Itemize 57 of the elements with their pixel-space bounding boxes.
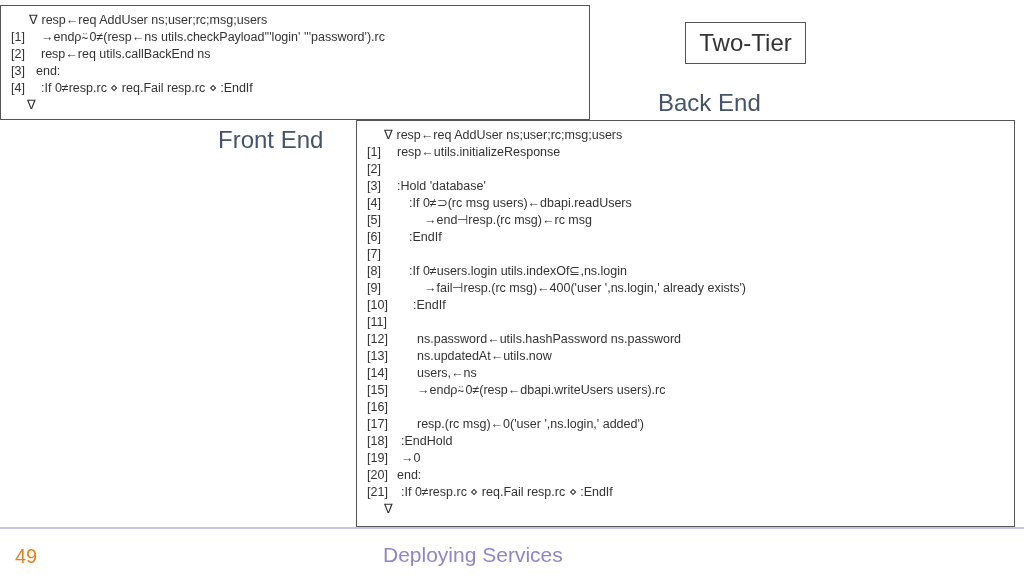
line-number: [15] xyxy=(367,382,388,399)
code-line: :If 0≠users.login utils.indexOf⊆,ns.login xyxy=(409,263,627,280)
section-heading: Front End xyxy=(218,125,324,155)
line-number: [16] xyxy=(367,399,388,416)
code-line: ∇ xyxy=(27,97,36,114)
line-number: [18] xyxy=(367,433,388,450)
line-number: [4] xyxy=(367,195,381,212)
code-line: ∇ resp←req AddUser ns;user;rc;msg;users xyxy=(29,12,268,29)
line-number: [13] xyxy=(367,348,388,365)
line-number: [20] xyxy=(367,467,388,484)
code-line: resp←utils.initializeResponse xyxy=(397,144,561,161)
code-line: →endρ⍨0≠(resp←ns utils.checkPayload'''login' '''password').rc xyxy=(41,29,385,46)
code-line: end: xyxy=(397,467,422,484)
code-line: ns.updatedAt←utils.now xyxy=(417,348,552,365)
line-number: [3] xyxy=(11,63,25,80)
code-line: →endρ⍨0≠(resp←dbapi.writeUsers users).rc xyxy=(417,382,666,399)
line-number: [10] xyxy=(367,297,388,314)
code-line: resp←req utils.callBackEnd ns xyxy=(41,46,211,63)
code-line: ns.password←utils.hashPassword ns.password xyxy=(417,331,681,348)
line-number: [12] xyxy=(367,331,388,348)
code-line: :Hold 'database' xyxy=(397,178,486,195)
line-number: [1] xyxy=(11,29,25,46)
code-line: users,←ns xyxy=(417,365,477,382)
line-number: [19] xyxy=(367,450,388,467)
section-heading: Back End xyxy=(658,88,761,118)
code-line: ∇ xyxy=(384,501,393,518)
line-number: [5] xyxy=(367,212,381,229)
line-number: [2] xyxy=(367,161,381,178)
code-line: :EndHold xyxy=(401,433,453,450)
code-line: :If 0≠⊃(rc msg users)←dbapi.readUsers xyxy=(409,195,632,212)
line-number: [1] xyxy=(367,144,381,161)
page-number: 49 xyxy=(15,544,38,569)
code-panel xyxy=(0,5,590,120)
code-line: resp.(rc msg)←0('user ',ns.login,' added') xyxy=(417,416,644,433)
code-line: end: xyxy=(36,63,61,80)
line-number: [4] xyxy=(11,80,25,97)
code-line: :EndIf xyxy=(409,229,442,246)
line-number: [9] xyxy=(367,280,381,297)
line-number: [7] xyxy=(367,246,381,263)
line-number: [3] xyxy=(367,178,381,195)
code-line: :EndIf xyxy=(413,297,446,314)
footer-title: Deploying Services xyxy=(383,542,563,568)
code-line: :If 0≠resp.rc ⋄ req.Fail resp.rc ⋄ :EndIf xyxy=(41,80,253,97)
title-box: Two-Tier xyxy=(685,22,806,64)
line-number: [6] xyxy=(367,229,381,246)
line-number: [14] xyxy=(367,365,388,382)
line-number: [21] xyxy=(367,484,388,501)
line-number: [2] xyxy=(11,46,25,63)
code-line: :If 0≠resp.rc ⋄ req.Fail resp.rc ⋄ :EndIf xyxy=(401,484,613,501)
code-line: →0 xyxy=(401,450,421,467)
line-number: [11] xyxy=(367,314,387,331)
code-line: →end⊣resp.(rc msg)←rc msg xyxy=(424,212,592,229)
line-number: [8] xyxy=(367,263,381,280)
line-number: [17] xyxy=(367,416,388,433)
code-line: ∇ resp←req AddUser ns;user;rc;msg;users xyxy=(384,127,623,144)
code-panel xyxy=(356,120,1015,527)
code-line: →fail⊣resp.(rc msg)←400('user ',ns.login,' already exists') xyxy=(424,280,747,297)
